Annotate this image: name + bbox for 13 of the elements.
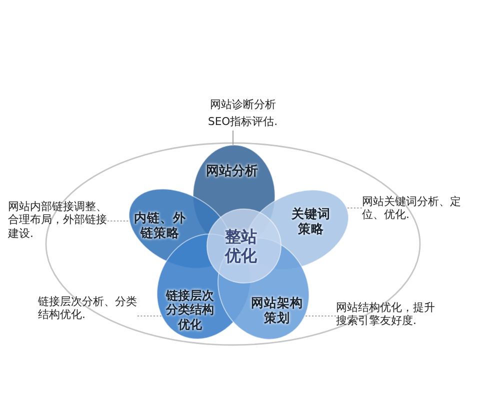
center-label: 整站优化: [224, 226, 258, 266]
annotation-text: 网站内部链接调整、合理布局，外部链接建设.: [8, 200, 108, 240]
annotation-text: 网站关键词分析、定位、优化.: [362, 195, 462, 222]
petal-label: 关键词策略: [290, 206, 332, 236]
annotation-text: 网站结构优化，提升搜索引擎友好度.: [336, 301, 436, 328]
petal-label: 网站架构策划: [250, 294, 304, 325]
petal-label: 链接层次分类结构优化: [164, 288, 215, 332]
annotation-text: 链接层次分析、分类结构优化.: [38, 295, 138, 322]
leader-line: [232, 130, 234, 146]
petal-label: 网站分析: [206, 164, 258, 180]
leader-line: [106, 220, 130, 222]
annotation-text: 网站诊断分析SEO指标评估.: [205, 97, 281, 130]
petal-label: 内链、外链策略: [133, 210, 187, 240]
